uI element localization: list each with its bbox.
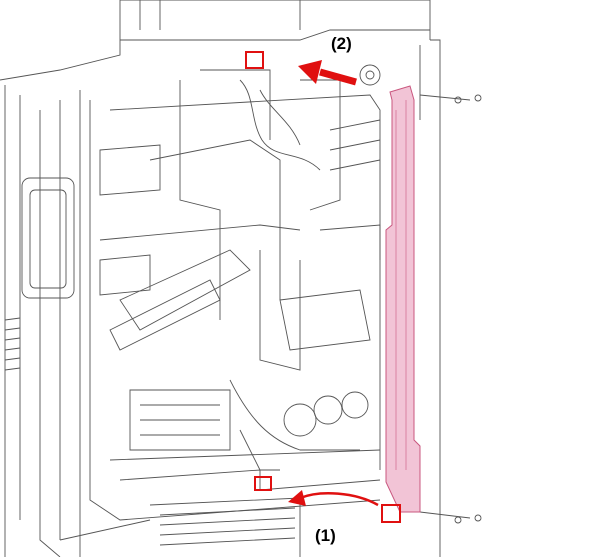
arrow-step-2: [298, 60, 357, 86]
marker-box-bottom: [254, 476, 272, 491]
machine-line-art: [0, 0, 482, 557]
callout-step-1: (1): [315, 526, 336, 545]
marker-box-top: [245, 51, 264, 69]
bracket-detail: [395, 100, 407, 470]
highlighted-bracket: [385, 85, 421, 513]
arrow-step-1: [288, 490, 379, 507]
callout-step-2: (2): [331, 34, 352, 53]
marker-box-bracket: [381, 504, 401, 523]
